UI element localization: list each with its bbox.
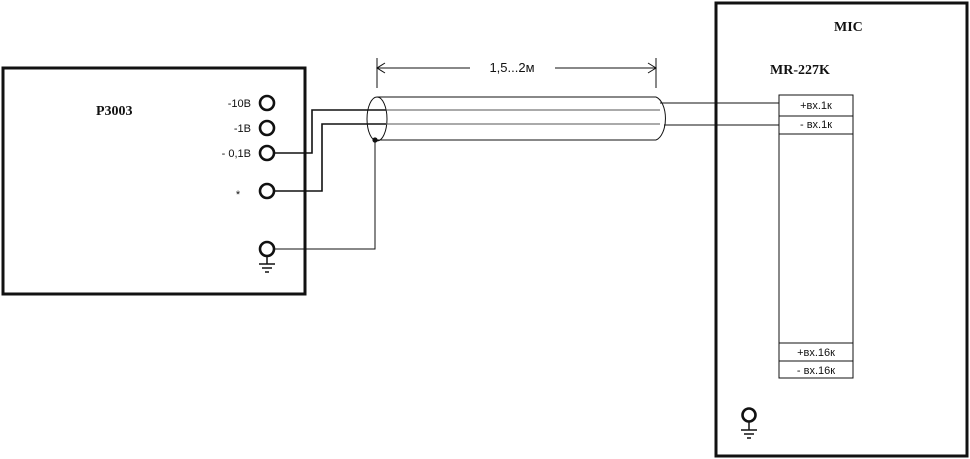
left-ground-icon bbox=[259, 256, 275, 273]
right-device-frame bbox=[714, 1, 969, 458]
input-label-plus-16k: +вх.16к bbox=[797, 347, 835, 359]
right-device: MIC MR-227K +вх.1к - вх.1к +вх.16к - вх.… bbox=[714, 1, 969, 458]
input-label-minus-1k: - вх.1к bbox=[800, 119, 832, 131]
terminal-ground-icon bbox=[258, 240, 276, 258]
right-device-model: MR-227K bbox=[770, 63, 830, 78]
right-device-header: MIC bbox=[834, 20, 863, 35]
left-device-name: P3003 bbox=[96, 104, 133, 119]
terminal-label-star: * bbox=[236, 189, 241, 201]
input-label-minus-16k: - вх.16к bbox=[797, 365, 835, 377]
right-ground-terminal-icon bbox=[741, 407, 757, 423]
terminal-strip bbox=[778, 94, 854, 379]
signal-wire-minus bbox=[274, 123, 386, 192]
cable-shield-right-end bbox=[655, 96, 666, 141]
terminal-1v-icon bbox=[258, 119, 276, 137]
terminal-label-10v: -10В bbox=[228, 98, 251, 110]
cable-shield-left-end bbox=[366, 96, 388, 142]
signal-wires bbox=[274, 109, 386, 250]
signal-wire-plus bbox=[274, 109, 386, 154]
right-ground-icon bbox=[741, 422, 757, 439]
input-label-plus-1k: +вх.1к bbox=[800, 100, 832, 112]
terminal-label-1v: -1В bbox=[234, 123, 251, 135]
cable-length-dimension: 1,5...2м bbox=[376, 58, 657, 88]
cable-length-label: 1,5...2м bbox=[489, 60, 534, 75]
left-device-frame bbox=[1, 66, 307, 296]
terminal-01v-icon bbox=[258, 144, 276, 162]
terminal-star-icon bbox=[258, 182, 276, 200]
terminal-10v-icon bbox=[258, 94, 276, 112]
shield-ground-wire bbox=[274, 140, 376, 250]
shielded-cable: 1,5...2м bbox=[366, 58, 779, 142]
terminal-label-01v: - 0,1В bbox=[222, 148, 251, 160]
left-device: P3003 -10В -1В - 0,1В * bbox=[1, 66, 307, 296]
